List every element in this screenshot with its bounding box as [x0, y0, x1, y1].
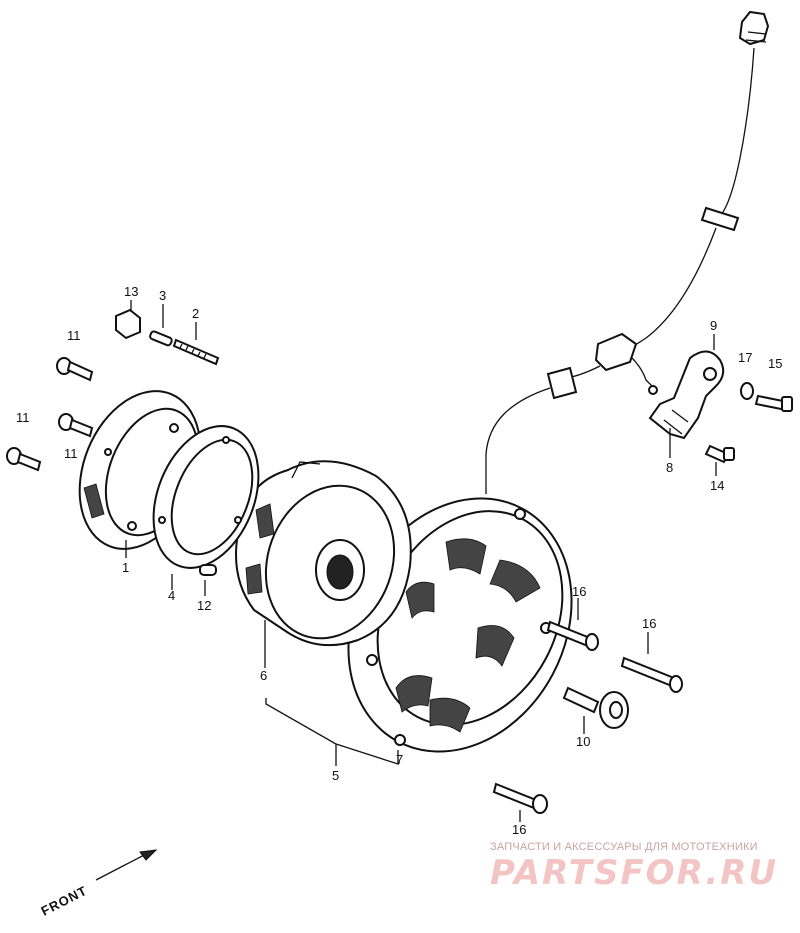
bolt-10	[562, 686, 629, 729]
callout-4: 4	[168, 588, 175, 603]
terminal-bracket	[648, 350, 725, 440]
callout-labels: 13 3 2 11 11 11 1 4 12 6 5 7 9 17 15 8 1…	[16, 284, 782, 837]
callout-14: 14	[710, 478, 724, 493]
front-label: FRONT	[39, 883, 90, 919]
callout-3: 3	[159, 288, 166, 303]
washer-17	[740, 382, 754, 400]
callout-13: 13	[124, 284, 138, 299]
callout-11-a: 11	[67, 328, 81, 343]
key-3	[149, 330, 173, 347]
screw-15	[754, 394, 793, 412]
callout-1: 1	[122, 560, 129, 575]
screw-11-c	[6, 447, 42, 472]
screw-14	[704, 444, 735, 464]
dowel-pin-12	[199, 564, 217, 576]
callout-8: 8	[666, 460, 673, 475]
callout-2: 2	[192, 306, 199, 321]
gasket-4	[152, 425, 260, 569]
watermark: ЗАПЧАСТИ И АКСЕССУАРЫ ДЛЯ МОТОТЕХНИКИ PA…	[490, 841, 778, 893]
callout-15: 15	[768, 356, 782, 371]
callout-16-a: 16	[572, 584, 586, 599]
watermark-tagline: ЗАПЧАСТИ И АКСЕССУАРЫ ДЛЯ МОТОТЕХНИКИ	[490, 841, 758, 853]
callout-7: 7	[396, 752, 403, 767]
screw-11-b	[58, 413, 94, 438]
callout-11-b: 11	[16, 410, 30, 425]
bolt-16-a	[546, 620, 599, 651]
front-arrow: FRONT	[39, 849, 158, 919]
wire-harness	[485, 10, 770, 494]
callout-6: 6	[260, 668, 267, 683]
callout-17: 17	[738, 350, 752, 365]
bolt-16-c	[492, 782, 548, 814]
callout-5: 5	[332, 768, 339, 783]
rotor-6	[235, 460, 412, 647]
nut-13	[115, 308, 141, 340]
leader-lines	[125, 300, 717, 822]
callout-16-b: 16	[642, 616, 656, 631]
callout-11-c: 11	[64, 446, 78, 461]
callout-10: 10	[576, 734, 590, 749]
callout-16-c: 16	[512, 822, 526, 837]
screw-11-a	[56, 357, 94, 382]
callout-12: 12	[197, 598, 211, 613]
stud-2	[172, 338, 220, 366]
bolt-16-b	[620, 656, 683, 693]
watermark-logo: PARTSFOR.RU	[490, 853, 778, 893]
callout-9: 9	[710, 318, 717, 333]
